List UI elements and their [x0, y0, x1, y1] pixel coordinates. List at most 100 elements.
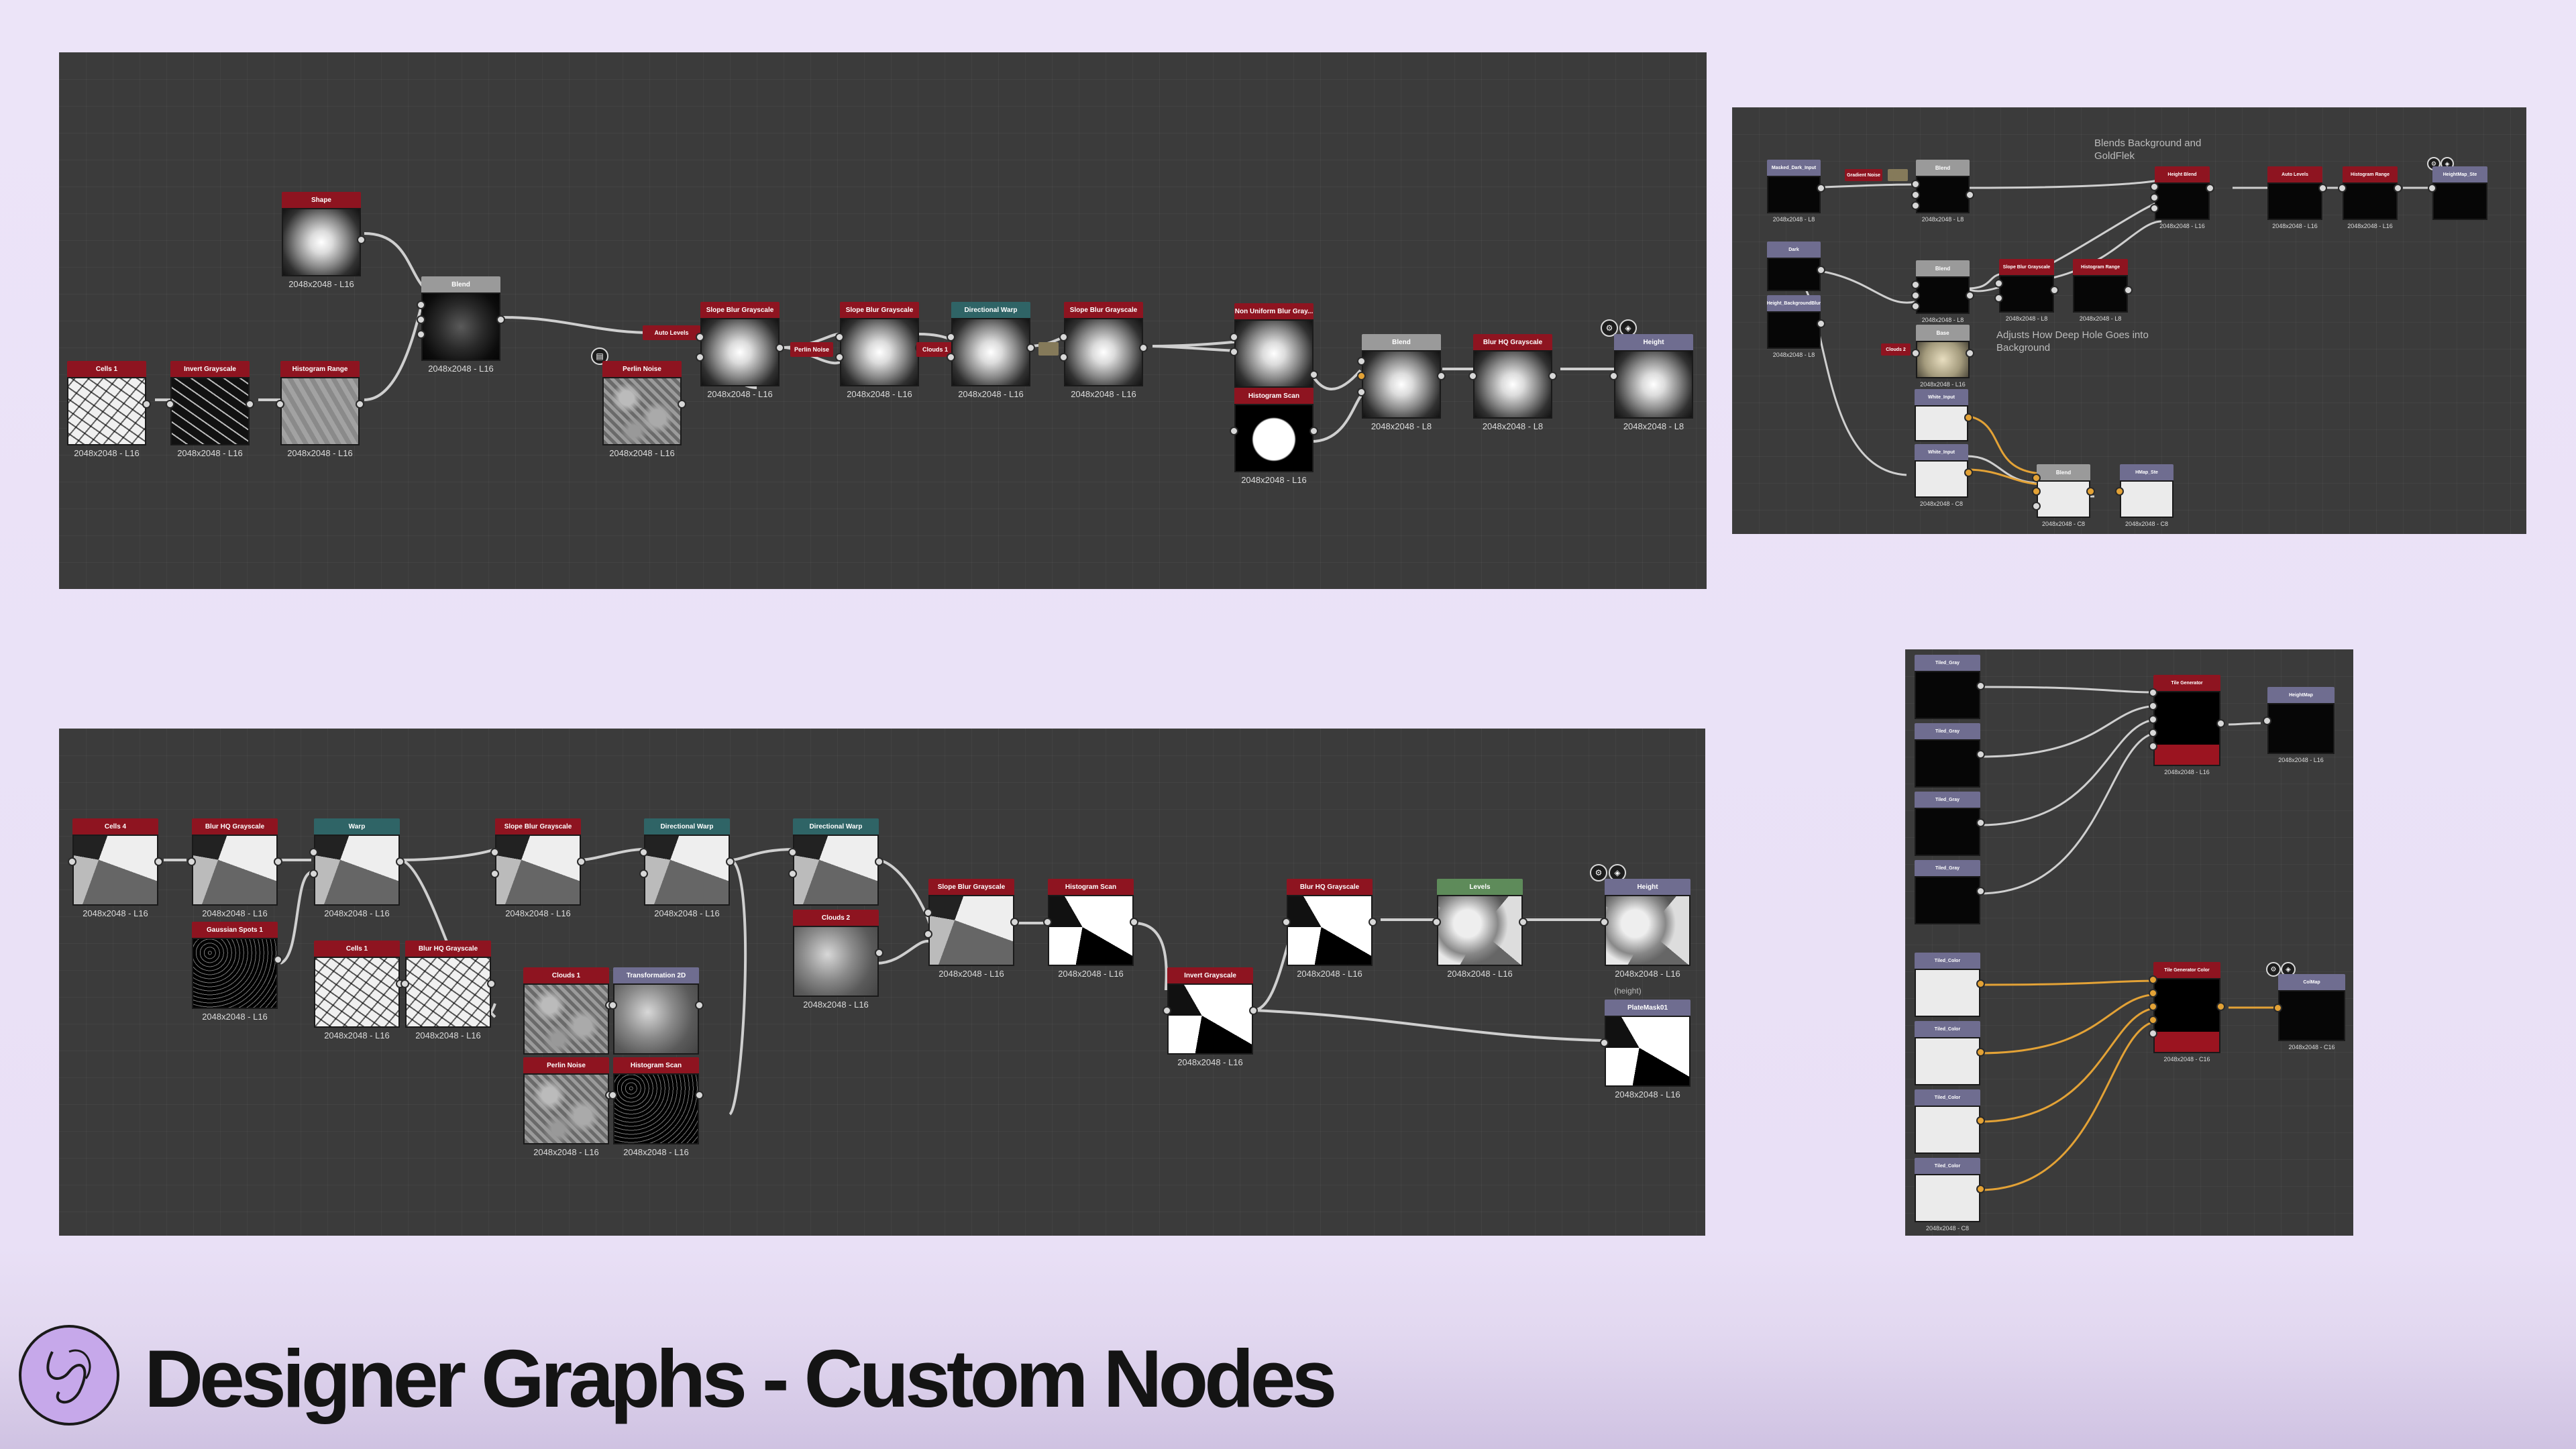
input-pin[interactable] — [1600, 1038, 1609, 1047]
output-pin[interactable] — [2216, 1002, 2225, 1011]
output-pin[interactable] — [487, 979, 496, 988]
input-pin[interactable] — [696, 333, 704, 341]
input-pin[interactable] — [1911, 302, 1920, 311]
node-perlin-noise[interactable]: Perlin Noise 2048x2048 - L16 — [602, 361, 686, 458]
node-slope-blur-3[interactable]: Slope Blur Grayscale 2048x2048 - L16 — [1059, 302, 1148, 399]
input-pin[interactable] — [1043, 918, 1052, 926]
output-pin[interactable] — [1130, 918, 1138, 926]
node-cells-1[interactable]: Cells 1 2048x2048 - L16 — [314, 941, 405, 1040]
output-pin[interactable] — [1139, 343, 1148, 352]
output-pin[interactable] — [1964, 468, 1973, 477]
node-histogram-range-2[interactable]: Histogram Range 2048x2048 - L16 — [2338, 166, 2402, 229]
output-pin[interactable] — [496, 315, 505, 324]
output-pin[interactable] — [2394, 184, 2402, 193]
node-histogram-scan[interactable]: Histogram Scan 2048x2048 - L16 — [1230, 388, 1318, 485]
output-pin[interactable] — [1548, 372, 1557, 380]
input-pin[interactable] — [2032, 502, 2041, 511]
output-pin[interactable] — [1976, 1185, 1985, 1193]
input-pin[interactable] — [490, 848, 499, 857]
node-directional-warp-2[interactable]: Directional Warp 2048x2048 - L16 — [788, 818, 883, 918]
output-pin[interactable] — [2206, 184, 2214, 193]
node-blend-3[interactable]: Blend 2048x2048 - C8 — [2032, 464, 2095, 527]
input-pin[interactable] — [788, 848, 797, 857]
node-tiled-color-3[interactable]: Tiled_Color — [1915, 1089, 1985, 1154]
input-pin[interactable] — [2149, 742, 2157, 751]
input-pin[interactable] — [417, 330, 425, 339]
node-blend[interactable]: Blend 2048x2048 - L16 — [417, 276, 505, 374]
input-pin[interactable] — [1059, 353, 1068, 362]
node-blend-2[interactable]: Blend 2048x2048 - L8 — [1911, 260, 1974, 323]
input-pin[interactable] — [1911, 191, 1920, 199]
node-auto-levels[interactable]: Auto Levels 2048x2048 - L16 — [2267, 166, 2327, 229]
node-clouds-2[interactable]: Clouds 2 2048x2048 - L16 — [793, 910, 883, 1010]
input-pin[interactable] — [639, 848, 648, 857]
input-pin[interactable] — [696, 353, 704, 362]
output-pin[interactable] — [695, 1091, 704, 1099]
output-pin[interactable] — [1976, 1048, 1985, 1057]
input-pin[interactable] — [1468, 372, 1477, 380]
node-gradient-noise-chip[interactable]: Gradient Noise — [1845, 169, 1882, 181]
output-pin[interactable] — [274, 857, 282, 866]
output-pin[interactable] — [1519, 918, 1527, 926]
input-pin[interactable] — [1994, 294, 2003, 303]
input-pin[interactable] — [608, 1091, 617, 1099]
node-tile-generator-color[interactable]: Tile Generator Color 2048x2048 - C16 — [2149, 962, 2225, 1063]
node-tiled-gray-1[interactable]: Tiled_Gray — [1915, 655, 1985, 719]
input-pin[interactable] — [490, 869, 499, 878]
node-directional-warp[interactable]: Directional Warp 2048x2048 - L16 — [947, 302, 1035, 399]
output-pin[interactable] — [1976, 818, 1985, 827]
node-histogram-scan[interactable]: Histogram Scan 2048x2048 - L16 — [608, 1057, 704, 1157]
output-pin[interactable] — [678, 400, 686, 409]
input-pin[interactable] — [1600, 918, 1609, 926]
output-pin[interactable] — [1966, 349, 1974, 358]
node-histogram-range[interactable]: Histogram Range 2048x2048 - L16 — [276, 361, 364, 458]
node-height-output[interactable]: Height 2048x2048 - L16 — [1600, 879, 1690, 979]
node-cells-4[interactable]: Cells 4 2048x2048 - L16 — [68, 818, 163, 918]
output-pin[interactable] — [1976, 979, 1985, 988]
node-directional-warp[interactable]: Directional Warp 2048x2048 - L16 — [639, 818, 735, 918]
node-slope-blur-2[interactable]: Slope Blur Grayscale 2048x2048 - L16 — [835, 302, 924, 399]
input-pin[interactable] — [2338, 184, 2347, 193]
node-warp[interactable]: Warp 2048x2048 - L16 — [309, 818, 405, 918]
node-tiled-color-2[interactable]: Tiled_Color — [1915, 1021, 1985, 1085]
output-pin[interactable] — [154, 857, 163, 866]
input-pin[interactable] — [1163, 1006, 1171, 1015]
output-pin[interactable] — [1249, 1006, 1258, 1015]
output-pin[interactable] — [1368, 918, 1377, 926]
input-pin[interactable] — [1609, 372, 1618, 380]
input-pin[interactable] — [417, 301, 425, 309]
input-pin[interactable] — [187, 857, 196, 866]
node-blend-2[interactable]: Blend 2048x2048 - L8 — [1357, 334, 1446, 431]
node-levels[interactable]: Levels 2048x2048 - L16 — [1432, 879, 1527, 979]
node-slope-blur-2[interactable]: Slope Blur Grayscale 2048x2048 - L16 — [924, 879, 1019, 979]
output-pin[interactable] — [1976, 887, 1985, 896]
node-platemask-output[interactable]: PlateMask01 2048x2048 - L16 — [1600, 1000, 1690, 1099]
node-heightmap-output[interactable]: HeightMap 2048x2048 - L16 — [2263, 687, 2334, 763]
input-pin[interactable] — [2263, 716, 2271, 725]
node-height-background[interactable]: Height_BackgroundBlur 2048x2048 - L8 — [1767, 295, 1825, 358]
node-non-uniform-blur[interactable]: Non Uniform Blur Gray... — [1230, 303, 1318, 388]
input-pin[interactable] — [2115, 487, 2124, 496]
node-tile-generator[interactable]: Tile Generator 2048x2048 - L16 — [2149, 675, 2225, 775]
input-pin[interactable] — [788, 869, 797, 878]
node-masked-dark-input[interactable]: Masked_Dark_Input 2048x2048 - L8 — [1767, 160, 1825, 223]
node-slope-blur-1[interactable]: Slope Blur Grayscale 2048x2048 - L16 — [696, 302, 784, 399]
node-white-input-2[interactable]: White_Input 2048x2048 - C8 — [1915, 444, 1973, 507]
node-dark[interactable]: Dark — [1767, 241, 1825, 291]
input-pin[interactable] — [309, 848, 318, 857]
output-pin[interactable] — [1817, 184, 1825, 193]
node-blur-hq-3[interactable]: Blur HQ Grayscale 2048x2048 - L16 — [1282, 879, 1377, 979]
node-tiled-color-1[interactable]: Tiled_Color — [1915, 953, 1985, 1017]
output-pin[interactable] — [875, 949, 883, 957]
node-histogram-scan-2[interactable]: Histogram Scan 2048x2048 - L16 — [1043, 879, 1138, 979]
output-pin[interactable] — [1026, 343, 1035, 352]
input-pin[interactable] — [2032, 474, 2041, 482]
node-slope-blur[interactable]: Slope Blur Grayscale 2048x2048 - L8 — [1994, 259, 2059, 322]
input-pin[interactable] — [166, 400, 174, 409]
output-pin[interactable] — [577, 857, 586, 866]
output-pin[interactable] — [1309, 370, 1318, 379]
input-pin[interactable] — [309, 869, 318, 878]
output-pin[interactable] — [2216, 719, 2225, 728]
node-shape[interactable]: Shape 2048x2048 - L16 — [282, 192, 366, 289]
output-pin[interactable] — [2318, 184, 2327, 193]
